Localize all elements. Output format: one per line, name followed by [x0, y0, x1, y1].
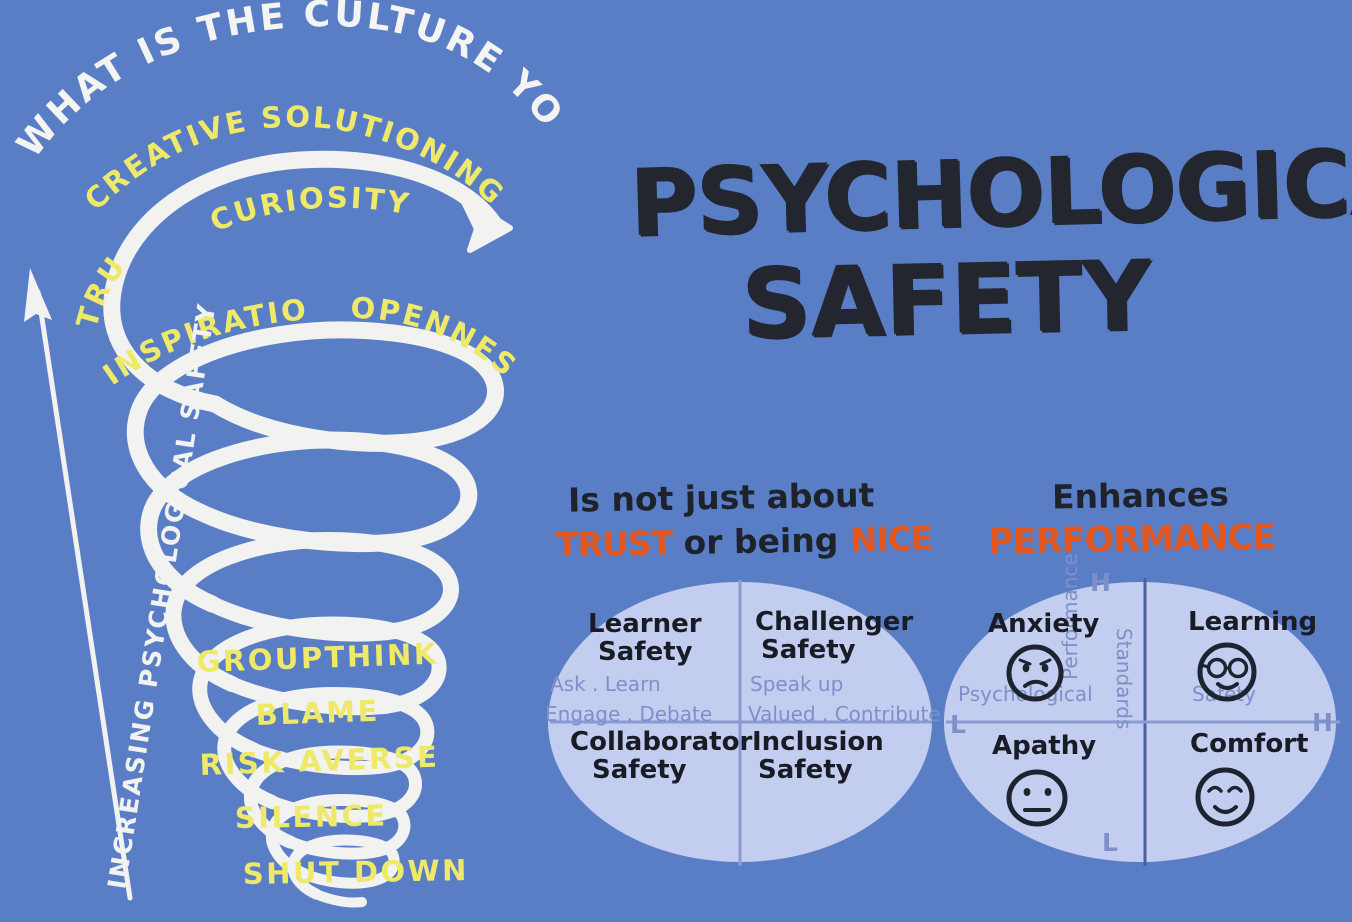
quadrant-learner-sub: Ask . Learn — [550, 672, 661, 696]
worried-face-icon — [1006, 644, 1064, 702]
spiral-word-silence: SILENCE — [235, 798, 388, 835]
spiral-word-curiosity: CURIOSITY — [205, 181, 413, 239]
spiral-word-blame: BLAME — [255, 694, 380, 732]
four-stages-heading-line2: TRUST or being NICE — [556, 519, 933, 565]
quadrant-inclusion-safety: Inclusion Safety — [752, 728, 884, 784]
quadrant-inclusion-title1: Inclusion — [752, 727, 884, 757]
axis-mark-bottom-low: L — [1102, 828, 1118, 857]
performance-block: Enhances PERFORMANCE H L H L Psychologic… — [940, 470, 1350, 880]
spiral-word-shut-down: SHUT DOWN — [243, 853, 470, 891]
four-stages-heading-line1: Is not just about — [567, 475, 875, 520]
four-stages-block: Is not just about TRUST or being NICE Le… — [540, 470, 941, 880]
quadrant-collaborator-sub: Engage . Debate — [545, 702, 713, 726]
performance-heading-word: PERFORMANCE — [987, 517, 1276, 563]
y-axis-label-standards: Standards — [1112, 628, 1136, 730]
quadrant-collaborator-title1: Collaborator — [570, 727, 753, 757]
performance-ellipse — [944, 578, 1340, 866]
quadrant-learner-title2: Safety — [598, 637, 693, 668]
neutral-face-icon — [1006, 769, 1068, 827]
perf-quadrant-comfort: Comfort — [1190, 729, 1309, 759]
quadrant-collaborator-title2: Safety — [592, 755, 687, 786]
performance-heading-line1: Enhances — [1051, 474, 1230, 517]
glasses-smile-face-icon — [1197, 642, 1257, 702]
axis-mark-right-high: H — [1312, 708, 1333, 737]
heading-mid-text: or being — [683, 520, 839, 563]
culture-question: WHAT IS THE CULTURE YOU HAVE? — [0, 0, 572, 165]
content-face-icon — [1195, 767, 1255, 827]
quadrant-inclusion-title2: Safety — [758, 755, 853, 786]
quadrant-learner-title1: Learner — [588, 609, 702, 639]
axis-mark-left-low: L — [950, 710, 966, 739]
quadrant-challenger-title1: Challenger — [755, 607, 914, 637]
spiral-word-groupthink: GROUPTHINK — [196, 637, 439, 679]
increasing-safety-axis — [24, 268, 133, 901]
page-title: PSYCHOLOGICAL SAFETY — [620, 126, 1352, 410]
quadrant-challenger-sub: Speak up — [750, 672, 844, 696]
quadrant-challenger-safety: Challenger Safety — [755, 608, 913, 664]
axis-mark-top-high: H — [1090, 568, 1111, 597]
heading-word-trust: TRUST — [555, 523, 673, 565]
quadrant-collaborator-safety: Collaborator Safety — [570, 728, 752, 784]
four-stages-ellipse — [548, 580, 932, 866]
perf-quadrant-anxiety: Anxiety — [988, 609, 1100, 639]
quadrant-inclusion-sub: Valued . Contribute — [748, 702, 941, 726]
quadrant-learner-safety: Learner Safety — [588, 610, 702, 666]
quadrant-challenger-title2: Safety — [761, 635, 856, 666]
perf-quadrant-apathy: Apathy — [992, 731, 1097, 761]
title-line-2: SAFETY — [740, 239, 1152, 360]
perf-quadrant-learning: Learning — [1188, 607, 1318, 637]
heading-word-nice: NICE — [849, 518, 933, 560]
spiral-word-risk-averse: RISK AVERSE — [199, 740, 440, 782]
